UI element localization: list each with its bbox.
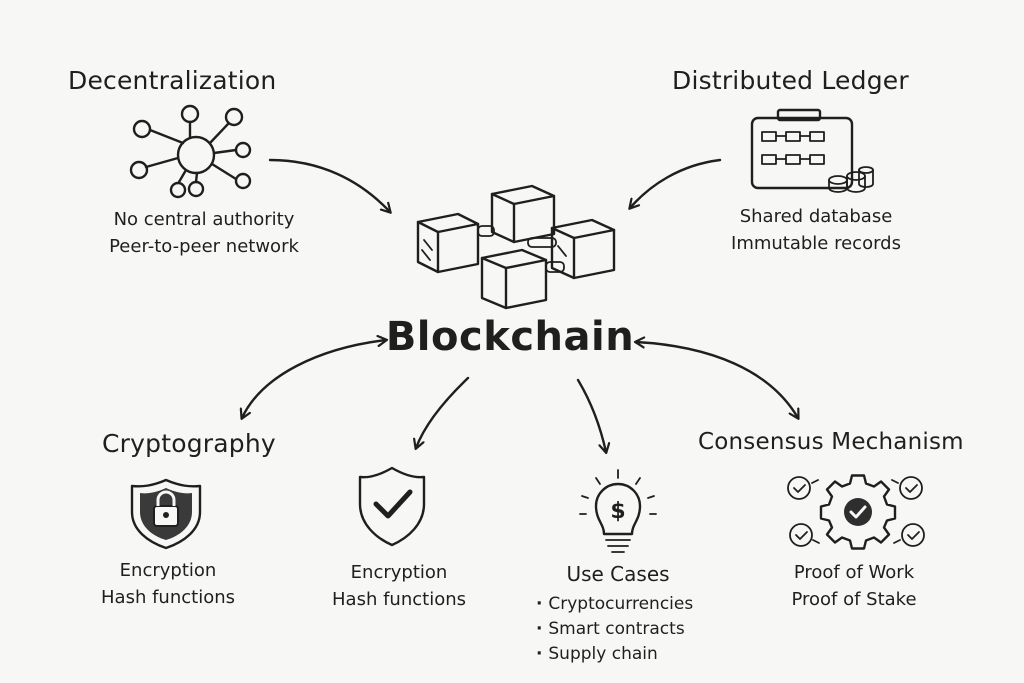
cryptography-description: Encryption Hash functions — [101, 557, 235, 611]
arrow-blockchain-use-cases — [576, 378, 606, 452]
decentralization-title: Decentralization — [68, 66, 277, 95]
use-cases-list: Cryptocurrencies Smart contracts Supply … — [536, 592, 693, 667]
use-cases-title: Use Cases — [566, 562, 670, 586]
decentralization-line-2: Peer-to-peer network — [109, 236, 299, 257]
arrow-blockchain-consensus — [636, 342, 798, 418]
security-line-2: Hash functions — [332, 589, 466, 610]
lightbulb-dollar-icon: $ — [579, 469, 657, 553]
chained-blocks-icon — [416, 184, 616, 310]
arrow-decentralization-to-blockchain — [268, 158, 390, 212]
blockchain-title: Blockchain — [385, 314, 635, 360]
security-description: Encryption Hash functions — [332, 559, 466, 613]
decentralization-line-1: No central authority — [113, 209, 295, 230]
cryptography-line-1: Encryption — [119, 560, 217, 581]
ledger-board-icon — [750, 108, 874, 193]
gear-checkmarks-icon — [787, 474, 925, 550]
arrow-blockchain-cryptography — [242, 340, 386, 418]
ledger-description: Shared database Immutable records — [731, 203, 901, 257]
ledger-title: Distributed Ledger — [672, 66, 909, 95]
consensus-title: Consensus Mechanism — [698, 429, 964, 455]
arrow-blockchain-security — [416, 376, 470, 448]
use-case-item-2: Smart contracts — [536, 617, 693, 642]
consensus-line-2: Proof of Stake — [791, 589, 917, 610]
arrow-ledger-to-blockchain — [630, 158, 722, 208]
consensus-line-1: Proof of Work — [793, 562, 915, 583]
network-hub-icon — [129, 104, 252, 199]
cryptography-line-2: Hash functions — [101, 587, 235, 608]
security-line-1: Encryption — [350, 562, 448, 583]
svg-text:$: $ — [610, 499, 625, 524]
checkmark-shield-icon — [358, 466, 426, 547]
use-case-item-1: Cryptocurrencies — [536, 592, 693, 617]
cryptography-title: Cryptography — [102, 429, 276, 458]
padlock-shield-icon — [130, 478, 202, 550]
consensus-description: Proof of Work Proof of Stake — [791, 559, 916, 613]
ledger-line-2: Immutable records — [731, 233, 901, 254]
ledger-line-1: Shared database — [739, 206, 893, 227]
use-case-item-3: Supply chain — [536, 642, 693, 667]
decentralization-description: No central authority Peer-to-peer networ… — [109, 206, 299, 260]
